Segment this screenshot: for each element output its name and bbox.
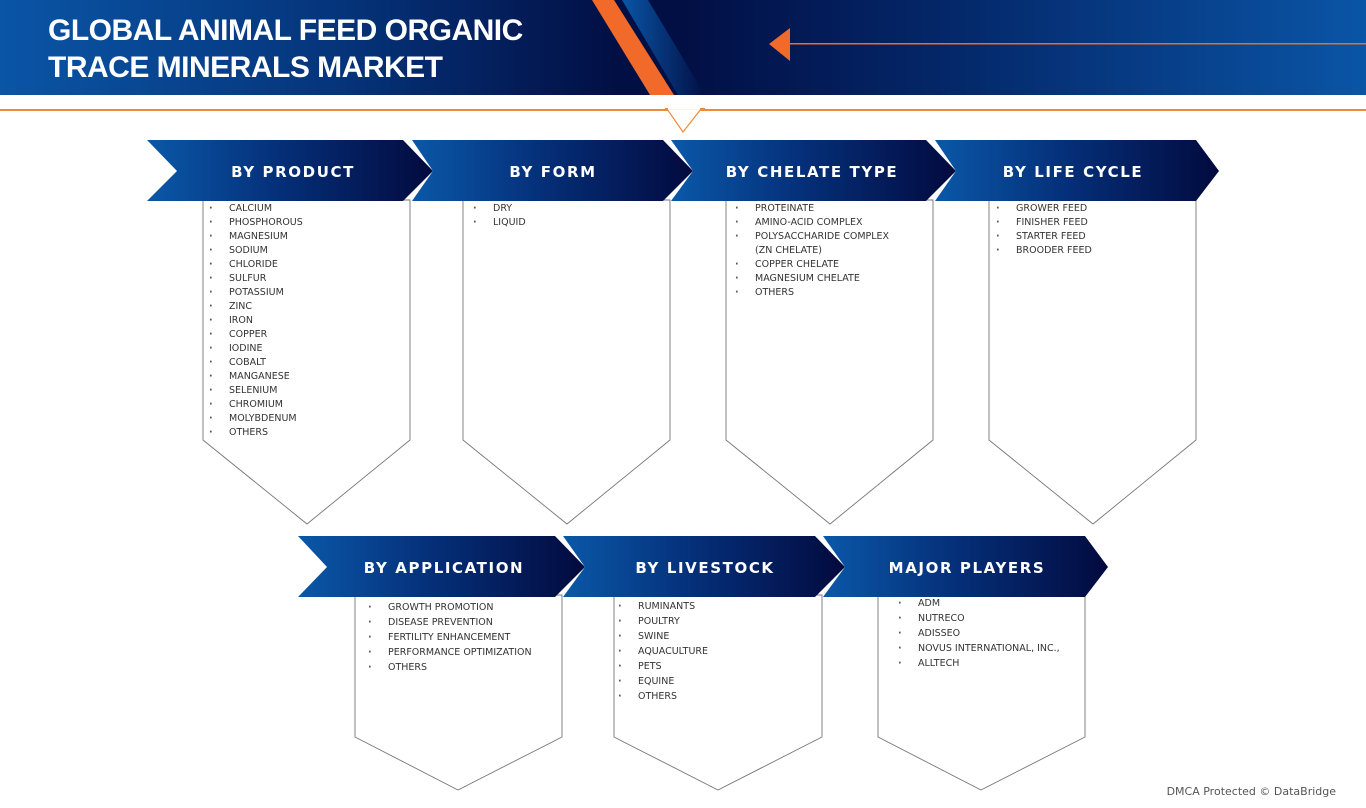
header-banner: GLOBAL ANIMAL FEED ORGANIC TRACE MINERAL… [0, 0, 1366, 95]
arrow-left-icon [769, 28, 790, 61]
list-item: GROWTH PROMOTION [363, 600, 532, 615]
list-item: MAGNESIUM [204, 230, 303, 244]
list-item: CHLORIDE [204, 258, 303, 272]
list-item: SODIUM [204, 244, 303, 258]
list-by-chelate-type: PROTEINATE AMINO-ACID COMPLEX POLYSACCHA… [730, 202, 889, 300]
segment-title-by-form: BY FORM [509, 163, 597, 181]
title-line-2: TRACE MINERALS MARKET [48, 51, 443, 84]
list-item: POTASSIUM [204, 286, 303, 300]
segment-title-by-life-cycle: BY LIFE CYCLE [1002, 163, 1144, 181]
chevron-major-players [823, 536, 1108, 597]
list-item: COPPER [204, 328, 303, 342]
list-item: ALLTECH [893, 656, 1060, 671]
chevron-by-livestock [563, 536, 845, 597]
list-item: OTHERS [730, 286, 889, 300]
pointer-down-icon [665, 108, 705, 134]
chevron-by-product [147, 140, 433, 201]
list-item-continuation: (ZN CHELATE) [755, 245, 822, 256]
segment-title-by-application: BY APPLICATION [363, 559, 525, 577]
list-item: LIQUID [468, 216, 526, 230]
chevron-by-form [412, 140, 693, 201]
segment-title-by-livestock: BY LIVESTOCK [635, 559, 775, 577]
list-item: ADISSEO [893, 626, 1060, 641]
chevron-by-life-cycle [935, 140, 1219, 201]
list-item: MANGANESE [204, 370, 303, 384]
list-item: OTHERS [204, 426, 303, 440]
list-item: EQUINE [613, 674, 708, 689]
list-item: DRY [468, 202, 526, 216]
list-major-players: ADM NUTRECO ADISSEO NOVUS INTERNATIONAL,… [893, 596, 1060, 671]
arrow-line [789, 43, 1366, 45]
decorative-stripes [592, 0, 1366, 95]
list-item: SWINE [613, 629, 708, 644]
list-item: PHOSPHOROUS [204, 216, 303, 230]
chevron-by-application [298, 536, 585, 597]
orange-stripe-icon [592, 0, 674, 95]
list-by-application: GROWTH PROMOTION DISEASE PREVENTION FERT… [363, 600, 532, 675]
list-item: PERFORMANCE OPTIMIZATION [363, 645, 532, 660]
list-item: AMINO-ACID COMPLEX [730, 216, 889, 230]
list-by-livestock: RUMINANTS POULTRY SWINE AQUACULTURE PETS… [613, 599, 708, 704]
list-item: CALCIUM [204, 202, 303, 216]
list-by-life-cycle: GROWER FEED FINISHER FEED STARTER FEED B… [991, 202, 1092, 258]
list-item: ZINC [204, 300, 303, 314]
list-item: RUMINANTS [613, 599, 708, 614]
list-item: STARTER FEED [991, 230, 1092, 244]
list-item: SULFUR [204, 272, 303, 286]
list-item: IRON [204, 314, 303, 328]
list-item: NOVUS INTERNATIONAL, INC., [893, 641, 1060, 656]
title-line-1: GLOBAL ANIMAL FEED ORGANIC [48, 14, 523, 47]
chevron-by-chelate-type [671, 140, 956, 201]
list-item: COBALT [204, 356, 303, 370]
list-item: ADM [893, 596, 1060, 611]
list-item: POLYSACCHARIDE COMPLEX [730, 230, 889, 244]
list-item: SELENIUM [204, 384, 303, 398]
list-by-product: CALCIUM PHOSPHOROUS MAGNESIUM SODIUM CHL… [204, 202, 303, 440]
list-item: FINISHER FEED [991, 216, 1092, 230]
list-item: GROWER FEED [991, 202, 1092, 216]
blue-stripe-icon [622, 0, 705, 95]
list-item: BROODER FEED [991, 244, 1092, 258]
dmca-footer: DMCA Protected © DataBridge [1166, 785, 1336, 798]
list-item: COPPER CHELATE [730, 258, 889, 272]
list-item: NUTRECO [893, 611, 1060, 626]
segment-title-by-product: BY PRODUCT [231, 163, 355, 181]
list-item: DISEASE PREVENTION [363, 615, 532, 630]
list-item: PROTEINATE [730, 202, 889, 216]
list-item: CHROMIUM [204, 398, 303, 412]
segment-title-major-players: MAJOR PLAYERS [888, 559, 1046, 577]
list-item: OTHERS [613, 689, 708, 704]
list-item: MAGNESIUM CHELATE [730, 272, 889, 286]
list-item: MOLYBDENUM [204, 412, 303, 426]
list-item: OTHERS [363, 660, 532, 675]
page-title: GLOBAL ANIMAL FEED ORGANIC TRACE MINERAL… [48, 12, 523, 86]
list-item: PETS [613, 659, 708, 674]
list-item: POULTRY [613, 614, 708, 629]
box-by-form [462, 199, 671, 525]
list-item: AQUACULTURE [613, 644, 708, 659]
segment-title-by-chelate-type: BY CHELATE TYPE [725, 163, 899, 181]
list-item: IODINE [204, 342, 303, 356]
list-by-form: DRY LIQUID [468, 202, 526, 230]
list-item: FERTILITY ENHANCEMENT [363, 630, 532, 645]
